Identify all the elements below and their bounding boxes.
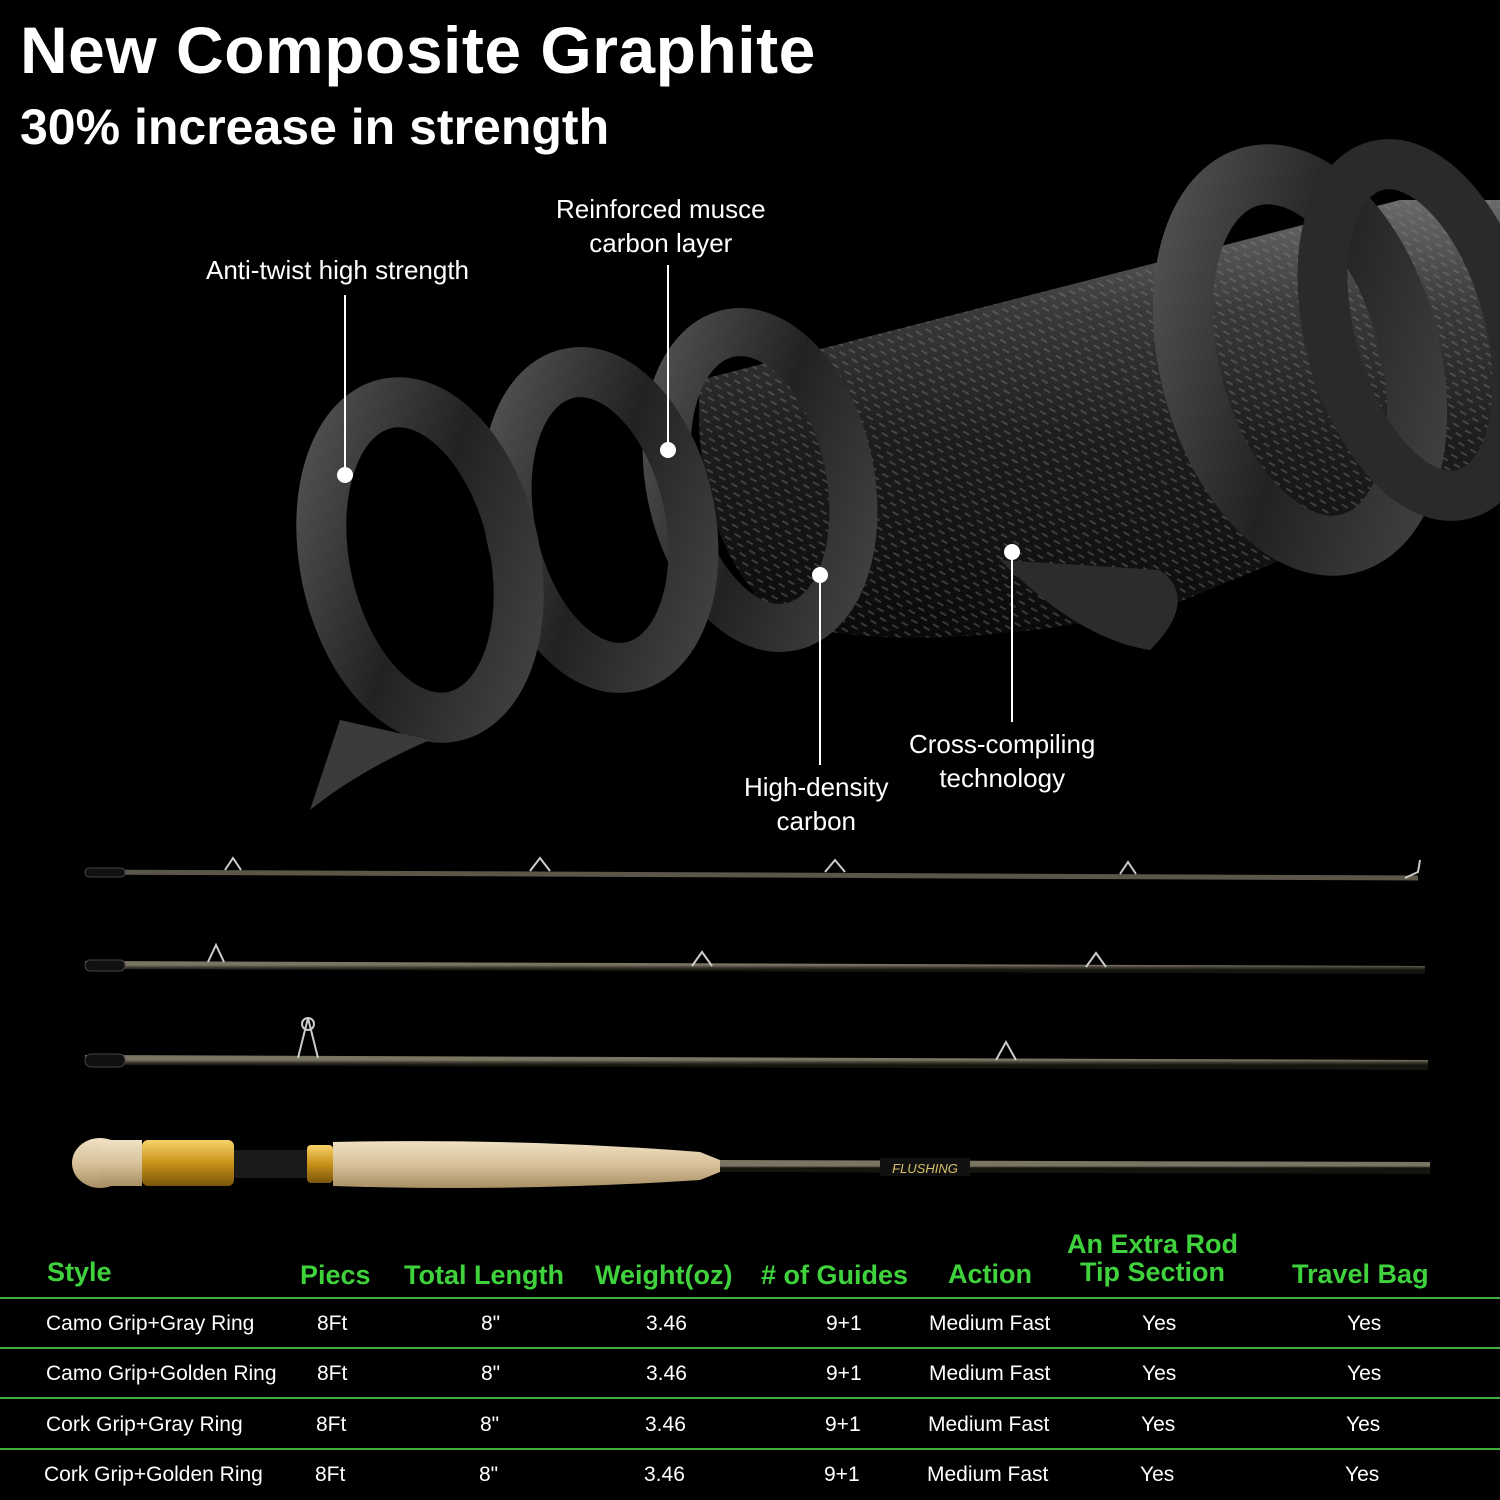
cell-guides: 9+1 (825, 1413, 861, 1436)
cell-pieces: 8Ft (316, 1413, 347, 1436)
cell-travel-bag: Yes (1345, 1463, 1380, 1486)
header-guides: # of Guides (761, 1260, 909, 1290)
cell-weight: 3.46 (645, 1413, 686, 1436)
rod-brand-label: FLUSHING (892, 1161, 958, 1176)
header-weight: Weight(oz) (595, 1260, 733, 1290)
cell-extra-tip: Yes (1142, 1362, 1177, 1385)
table-row: Cork Grip+Golden Ring 8Ft 8" 3.46 9+1 Me… (0, 1450, 1500, 1500)
cell-length: 8" (481, 1312, 501, 1335)
cell-weight: 3.46 (646, 1362, 687, 1385)
header-extra-tip: An Extra Rod Tip Section (1067, 1229, 1239, 1287)
page-title: New Composite Graphite (20, 13, 816, 87)
carbon-tube-graphic (296, 139, 1500, 810)
header-total-length: Total Length (404, 1260, 564, 1290)
rod-mid-section-1 (84, 942, 1426, 974)
cell-guides: 9+1 (826, 1362, 862, 1385)
header-travel-bag: Travel Bag (1292, 1259, 1429, 1289)
cell-action: Medium Fast (929, 1312, 1051, 1335)
callout-anti-twist: Anti-twist high strength (206, 255, 470, 285)
cell-extra-tip: Yes (1140, 1463, 1175, 1486)
rod-tip-section (84, 856, 1421, 881)
cell-pieces: 8Ft (315, 1463, 346, 1486)
rod-mid-section-2 (84, 1017, 1429, 1070)
cell-action: Medium Fast (927, 1463, 1049, 1486)
table-row: Camo Grip+Gray Ring 8Ft 8" 3.46 9+1 Medi… (0, 1299, 1500, 1349)
callout-high-density: High-density carbon (744, 772, 889, 836)
cell-weight: 3.46 (646, 1312, 687, 1335)
spec-table-header: Style Piecs Total Length Weight(oz) # of… (0, 1225, 1500, 1295)
table-row: Camo Grip+Golden Ring 8Ft 8" 3.46 9+1 Me… (0, 1349, 1500, 1399)
cell-style: Camo Grip+Golden Ring (46, 1362, 277, 1385)
cell-length: 8" (480, 1413, 500, 1436)
cell-pieces: 8Ft (317, 1312, 348, 1335)
cell-style: Cork Grip+Gray Ring (46, 1413, 243, 1436)
cell-style: Camo Grip+Gray Ring (46, 1312, 255, 1335)
cell-guides: 9+1 (826, 1312, 862, 1335)
cell-action: Medium Fast (928, 1413, 1050, 1436)
cell-guides: 9+1 (824, 1463, 860, 1486)
cell-extra-tip: Yes (1141, 1413, 1176, 1436)
table-rule (0, 1297, 1500, 1299)
header-style: Style (47, 1257, 112, 1287)
cell-travel-bag: Yes (1347, 1312, 1382, 1335)
callout-cross-compiling: Cross-compiling technology (909, 729, 1096, 793)
header-action: Action (948, 1259, 1032, 1289)
cell-extra-tip: Yes (1142, 1312, 1177, 1335)
callout-pointers (337, 265, 1020, 765)
callout-reinforced-layer: Reinforced musce carbon layer (556, 194, 766, 258)
table-rule (0, 1397, 1500, 1399)
page-subtitle: 30% increase in strength (20, 99, 610, 155)
cell-travel-bag: Yes (1346, 1413, 1381, 1436)
cell-travel-bag: Yes (1347, 1362, 1382, 1385)
table-row: Cork Grip+Gray Ring 8Ft 8" 3.46 9+1 Medi… (0, 1400, 1500, 1450)
cell-action: Medium Fast (929, 1362, 1051, 1385)
cell-weight: 3.46 (644, 1463, 685, 1486)
header-pieces: Piecs (300, 1260, 371, 1290)
cell-pieces: 8Ft (317, 1362, 348, 1385)
cell-style: Cork Grip+Golden Ring (44, 1463, 263, 1486)
rod-illustration: FLUSHING (72, 139, 1500, 1188)
rod-handle-section (72, 1138, 1431, 1188)
cell-length: 8" (481, 1362, 501, 1385)
cell-length: 8" (479, 1463, 499, 1486)
table-rule (0, 1448, 1500, 1450)
table-rule (0, 1347, 1500, 1349)
